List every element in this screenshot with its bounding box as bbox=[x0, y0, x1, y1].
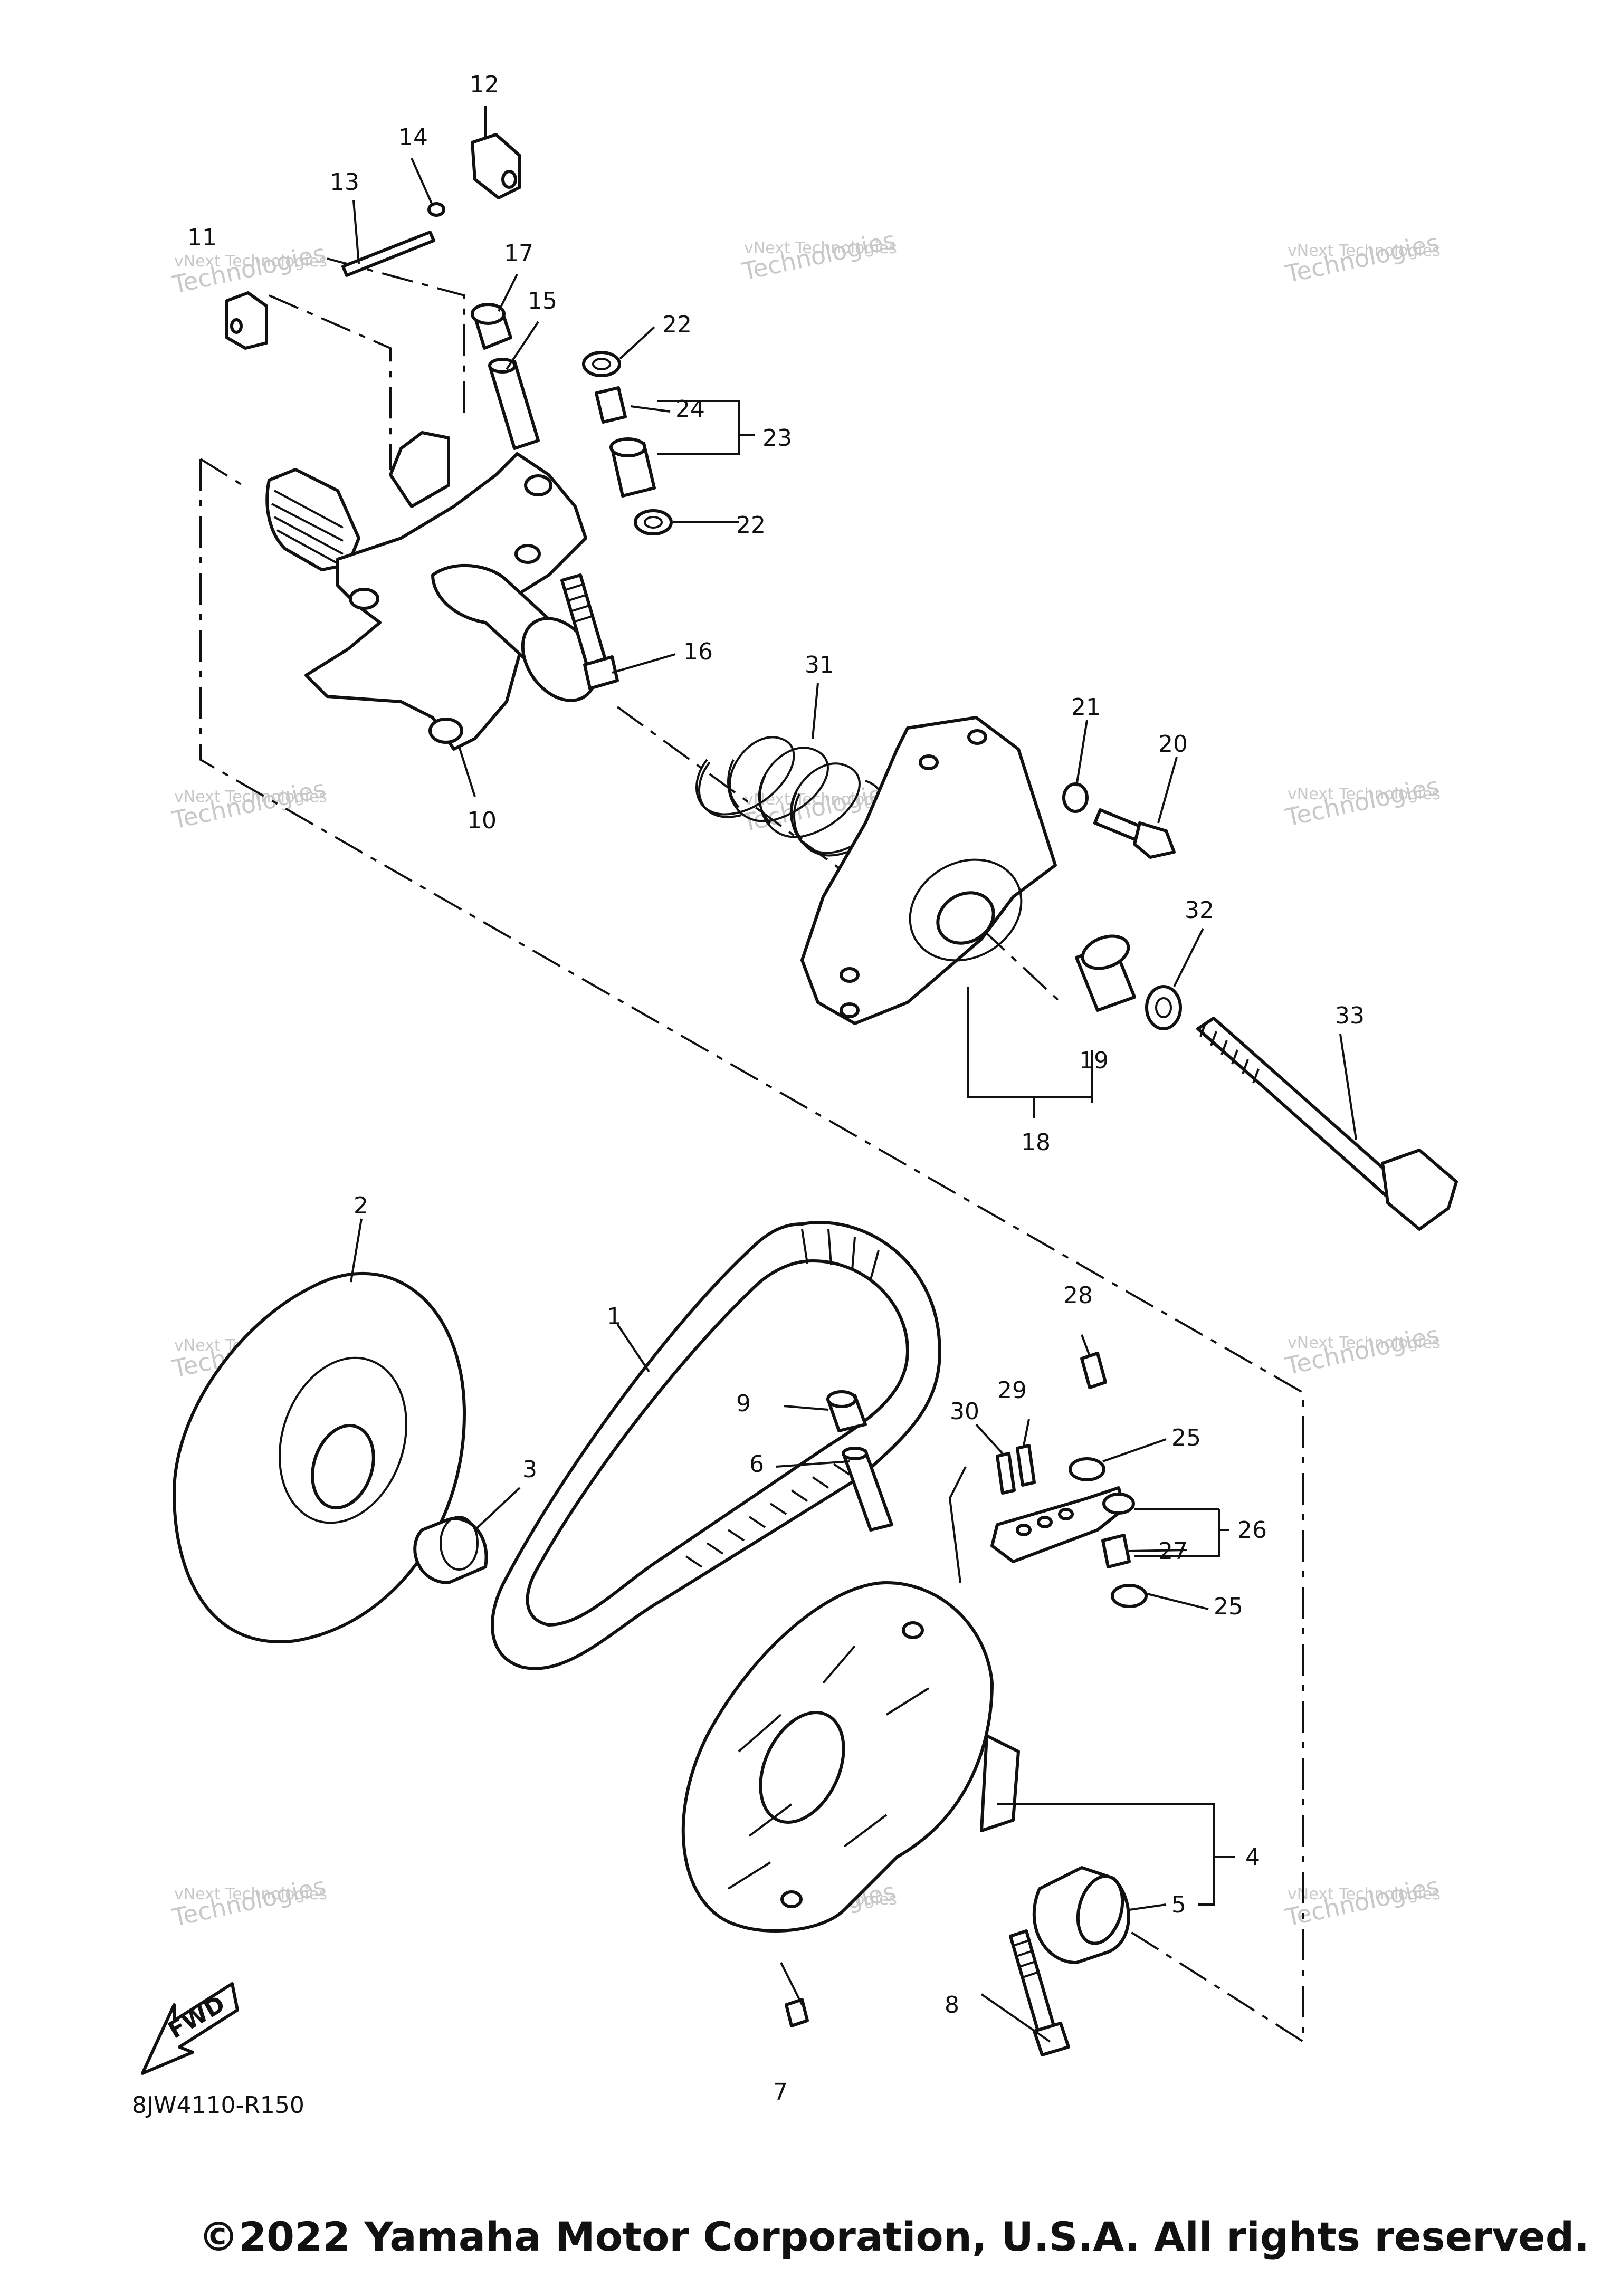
footer: ©2022 Yamaha Motor Corporation, U.S.A. A… bbox=[0, 2213, 1621, 2271]
callout-12: 12 bbox=[470, 71, 499, 98]
watermark: vNext Technologies bbox=[174, 788, 327, 806]
washer-part-21 bbox=[1062, 782, 1089, 813]
nut-part-9 bbox=[826, 1390, 867, 1432]
nut-part-17 bbox=[471, 303, 512, 350]
diagram-code: 8JW4110-R150 bbox=[132, 2092, 304, 2119]
watermark: vNext Technologies bbox=[1288, 1334, 1441, 1352]
slider-block-part-12 bbox=[471, 133, 521, 199]
watermark: vNext Technologies bbox=[1288, 785, 1441, 803]
callout-9: 9 bbox=[736, 1390, 751, 1417]
bolt-part-16 bbox=[560, 573, 619, 690]
bolt-part-20 bbox=[1093, 808, 1176, 859]
pin-part-13 bbox=[341, 231, 435, 277]
watermark: vNext Technologies bbox=[174, 252, 327, 271]
bushing-part-5 bbox=[1032, 1866, 1130, 1964]
bushing-part-27 bbox=[1101, 1534, 1131, 1568]
washer-part-22 bbox=[634, 509, 673, 535]
callout-14: 14 bbox=[398, 124, 428, 151]
bolt-part-8 bbox=[1009, 1929, 1070, 2056]
callout-26: 26 bbox=[1237, 1517, 1267, 1544]
bushing-part-19 bbox=[1075, 934, 1136, 1012]
callout-22b: 22 bbox=[736, 512, 766, 539]
callouts: 1 2 3 4 5 6 7 8 9 10 11 12 13 14 15 16 1… bbox=[187, 71, 1365, 2106]
callout-30: 30 bbox=[950, 1398, 979, 1425]
callout-5: 5 bbox=[1171, 1891, 1186, 1918]
watermark: vNext Technologies bbox=[174, 1885, 327, 1903]
screw-part-29 bbox=[1016, 1444, 1036, 1487]
watermark: vNext Technologies bbox=[744, 239, 897, 257]
callout-28: 28 bbox=[1063, 1282, 1093, 1309]
callout-23: 23 bbox=[762, 425, 792, 452]
callout-33: 33 bbox=[1335, 1002, 1365, 1029]
callout-17: 17 bbox=[504, 240, 533, 267]
callout-21: 21 bbox=[1071, 694, 1101, 721]
pin-part-7 bbox=[785, 1998, 809, 2027]
callout-3: 3 bbox=[522, 1456, 537, 1483]
spider-part-10 bbox=[265, 431, 598, 751]
watermark: Technologies bbox=[1283, 1320, 1442, 1380]
collar-part-3 bbox=[413, 1516, 488, 1584]
callout-25b: 25 bbox=[1214, 1593, 1243, 1620]
roller-arm-part-26 bbox=[990, 1486, 1126, 1563]
callout-18: 18 bbox=[1021, 1129, 1051, 1156]
screw-part-30 bbox=[996, 1452, 1016, 1495]
callout-19: 19 bbox=[1079, 1047, 1109, 1074]
callout-16: 16 bbox=[683, 638, 713, 665]
watermark: Technologies bbox=[1283, 771, 1442, 831]
watermark: Technologies bbox=[1283, 228, 1442, 288]
leader-lines bbox=[350, 106, 1357, 2043]
callout-10: 10 bbox=[467, 807, 497, 834]
watermark: Technologies bbox=[169, 774, 328, 834]
callout-13: 13 bbox=[330, 169, 359, 196]
washer-part-14 bbox=[427, 202, 445, 217]
watermark: vNext Technologies bbox=[1288, 1885, 1441, 1903]
bushing-part-24 bbox=[595, 386, 627, 424]
watermark: Technologies bbox=[739, 225, 898, 285]
washer-part-25 bbox=[1069, 1457, 1105, 1481]
callout-24: 24 bbox=[675, 396, 705, 423]
sheave-part-2 bbox=[173, 1271, 466, 1643]
watermark: Technologies bbox=[1283, 1871, 1442, 1931]
callout-20: 20 bbox=[1158, 731, 1188, 758]
copyright-text: ©2022 Yamaha Motor Corporation, U.S.A. A… bbox=[198, 2213, 1589, 2260]
callout-8: 8 bbox=[945, 1992, 959, 2018]
washer-part-22 bbox=[582, 351, 621, 377]
callout-11: 11 bbox=[187, 224, 217, 251]
belt-part-1 bbox=[490, 1221, 941, 1670]
washer-part-32 bbox=[1145, 985, 1182, 1030]
callout-31: 31 bbox=[805, 652, 834, 678]
callout-27: 27 bbox=[1158, 1538, 1188, 1565]
sleeve-part-15 bbox=[488, 358, 540, 450]
callout-7: 7 bbox=[773, 2079, 788, 2106]
movable-sheave-part-4 bbox=[681, 1581, 1020, 1933]
roller-part-26 bbox=[1102, 1493, 1135, 1515]
callout-6: 6 bbox=[749, 1451, 764, 1478]
sleeve-part-6 bbox=[842, 1447, 893, 1532]
callout-4: 4 bbox=[1245, 1844, 1260, 1871]
bolt-part-28 bbox=[1080, 1352, 1107, 1389]
callout-29: 29 bbox=[997, 1377, 1027, 1404]
spring-part-31 bbox=[695, 736, 885, 857]
slider-block-part-11 bbox=[225, 291, 268, 350]
callout-22: 22 bbox=[662, 311, 692, 338]
cover-part-18 bbox=[800, 716, 1057, 1025]
callout-2: 2 bbox=[354, 1192, 368, 1219]
callout-32: 32 bbox=[1185, 897, 1214, 924]
callout-1: 1 bbox=[607, 1303, 622, 1330]
watermark: Technologies bbox=[169, 1871, 328, 1931]
bolt-part-33 bbox=[1196, 1017, 1458, 1231]
watermark: vNext Technologies bbox=[1288, 242, 1441, 260]
callout-25: 25 bbox=[1171, 1424, 1201, 1451]
callout-15: 15 bbox=[528, 288, 557, 314]
fwd-arrow-icon: FWD bbox=[141, 1982, 239, 2075]
washer-part-25 bbox=[1111, 1584, 1148, 1608]
roller-part-23 bbox=[609, 437, 656, 498]
